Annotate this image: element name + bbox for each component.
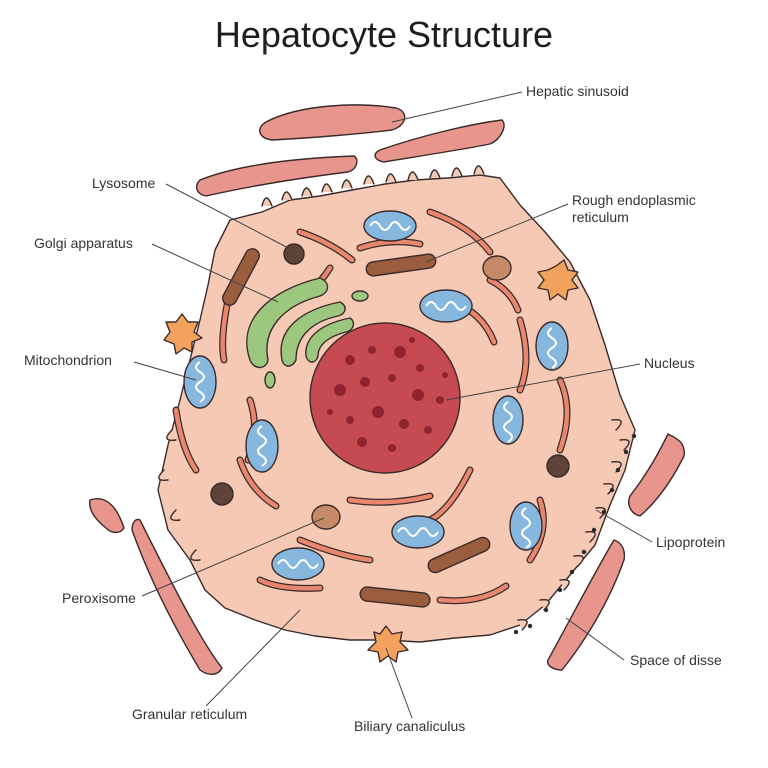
rough-er	[222, 248, 491, 608]
microvilli	[158, 165, 630, 631]
label-golgi: Golgi apparatus	[34, 235, 133, 251]
sinusoid-group	[89, 104, 685, 675]
sinusoid-top-3	[195, 155, 358, 197]
biliary-canaliculi	[163, 259, 579, 663]
sinusoid-right-2	[547, 539, 626, 671]
label-lysosome: Lysosome	[92, 175, 156, 191]
lipoprotein-dots	[513, 433, 637, 635]
sinusoid-top-2	[374, 119, 505, 163]
mitochondria-cristae	[195, 221, 557, 569]
sinusoid-top-1	[259, 104, 406, 141]
label-biliary-canaliculus: Biliary canaliculus	[354, 718, 466, 734]
label-granular-reticulum: Granular reticulum	[132, 706, 248, 722]
label-rough-er: Rough endoplasmic reticulum	[572, 192, 696, 225]
golgi-apparatus	[246, 277, 369, 389]
label-nucleus: Nucleus	[644, 355, 695, 371]
leader-lines	[133, 91, 653, 719]
sinusoid-left-2	[131, 518, 223, 675]
sinusoid-right-1	[628, 433, 685, 517]
nucleolus-spots	[327, 337, 448, 452]
label-lipoprotein: Lipoprotein	[656, 534, 726, 550]
lysosomes	[210, 243, 570, 506]
peroxisomes	[311, 255, 512, 530]
label-hepatic-sinusoid: Hepatic sinusoid	[526, 83, 629, 99]
label-peroxisome: Peroxisome	[62, 590, 136, 606]
sinusoid-left-1	[89, 498, 125, 534]
nucleus	[309, 322, 461, 474]
diagram-title: Hepatocyte Structure	[214, 14, 554, 55]
label-space-of-disse: Space of disse	[630, 652, 722, 668]
label-mitochondrion: Mitochondrion	[24, 352, 112, 368]
